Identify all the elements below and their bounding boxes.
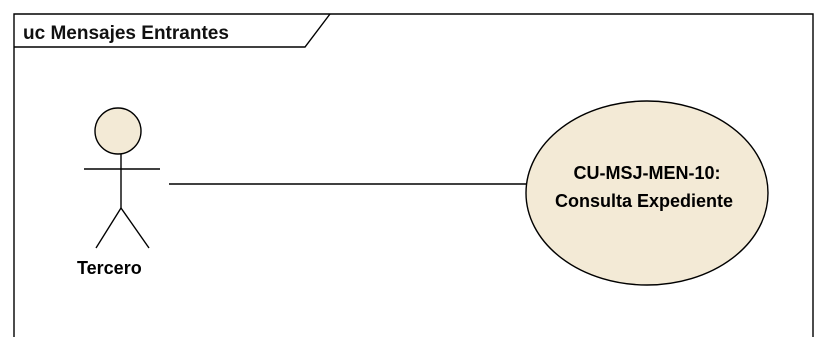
use-case-ellipse (525, 100, 769, 286)
frame-title-tab (14, 13, 331, 48)
diagram-frame (13, 13, 814, 337)
frame-title: uc Mensajes Entrantes (23, 23, 229, 44)
actor-right-leg (120, 207, 150, 249)
actor-label: Tercero (77, 258, 142, 278)
use-case-consulta-expediente[interactable]: CU-MSJ-MEN-10: Consulta Expediente (525, 100, 769, 286)
use-case-label-line1: CU-MSJ-MEN-10: (573, 163, 720, 183)
actor-tercero[interactable]: Tercero (77, 107, 160, 278)
use-case-label-line2: Consulta Expediente (555, 191, 733, 211)
actor-left-leg (95, 207, 122, 249)
actor-head-icon (94, 107, 142, 155)
